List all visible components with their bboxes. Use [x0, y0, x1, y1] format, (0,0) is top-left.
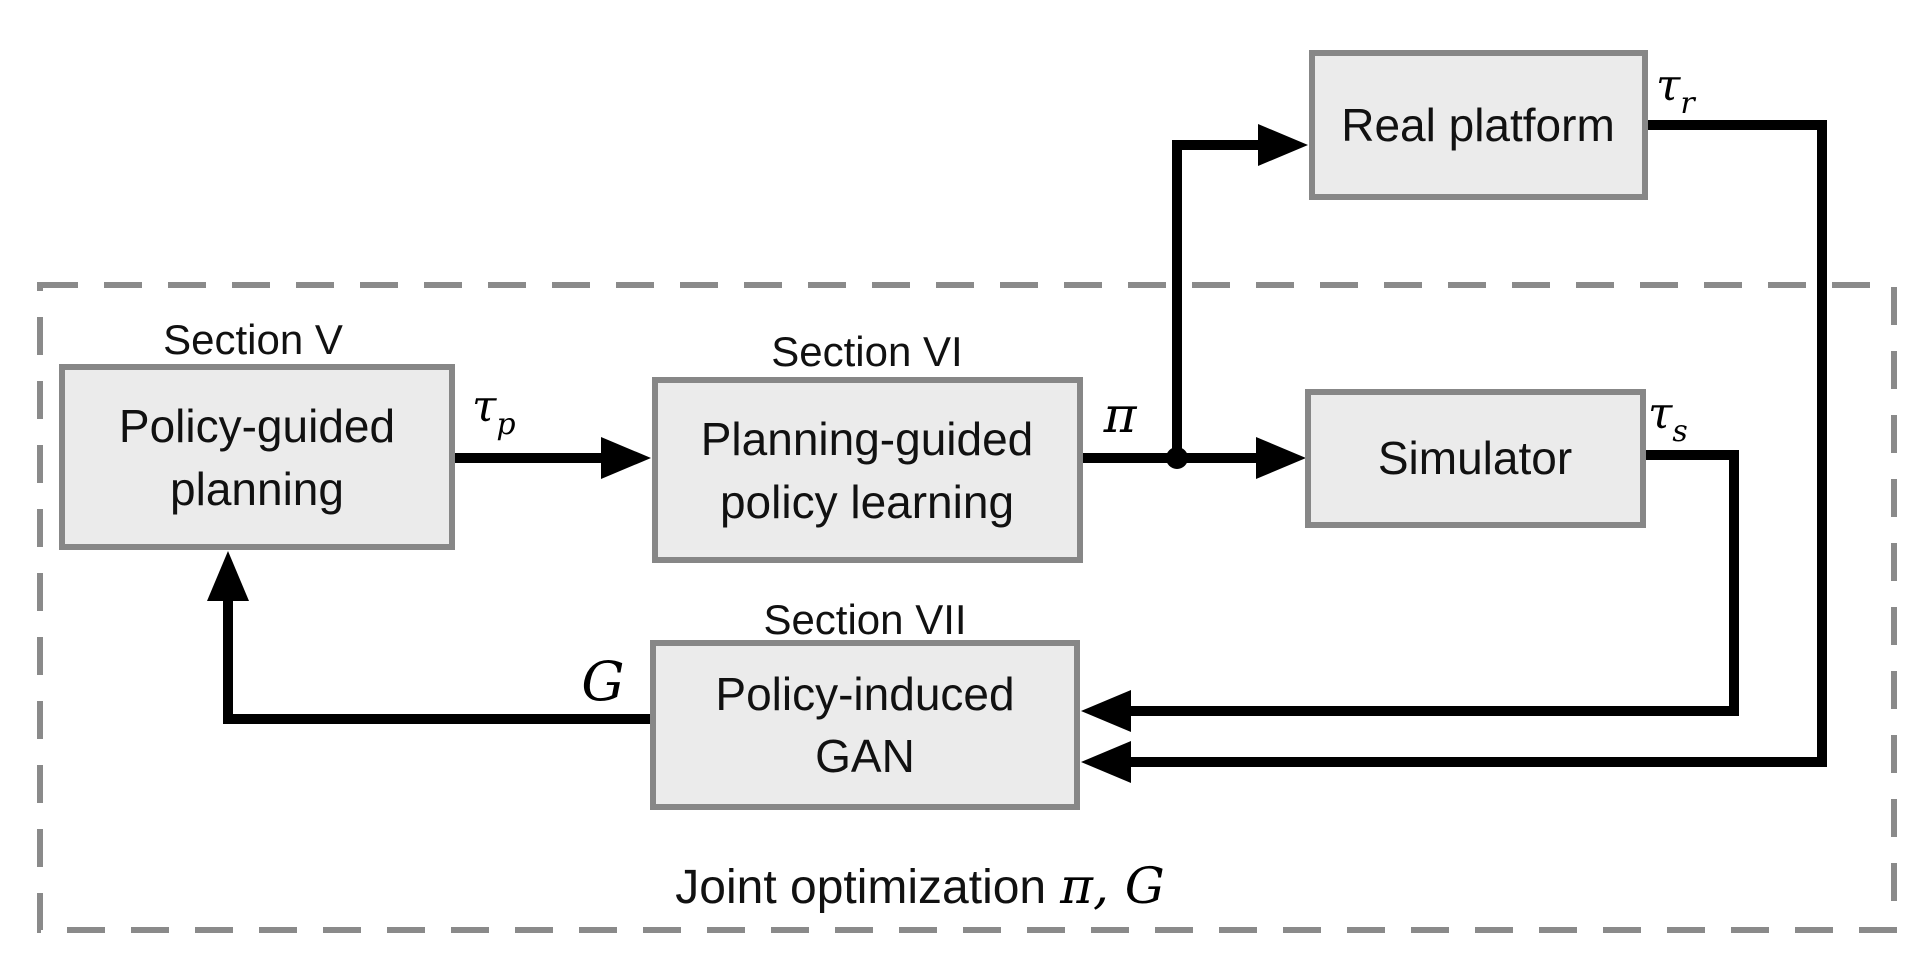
arrow-pi-to-real-platform: [1172, 124, 1308, 458]
policy-guided-planning-label-line2: planning: [170, 463, 344, 515]
box-policy-induced-gan-rect: [650, 640, 1080, 810]
real-platform-label: Real platform: [1341, 99, 1615, 151]
label-tau-r: τr: [1656, 60, 1696, 121]
planning-guided-policy-learning-label-line1: Planning-guided: [701, 413, 1034, 465]
box-policy-guided-planning: Section V Policy-guided planning: [59, 316, 455, 550]
arrow-tau-s-line: [1127, 450, 1739, 716]
arrow-g-arrowhead: [207, 551, 249, 601]
simulator-label: Simulator: [1378, 432, 1572, 484]
arrow-g-to-planning: [207, 551, 653, 724]
label-tau-s: τs: [1648, 388, 1688, 449]
box-real-platform-rect: [1309, 50, 1648, 200]
policy-induced-gan-label-line1: Policy-induced: [715, 668, 1014, 720]
box-simulator: Simulator: [1305, 389, 1646, 528]
joint-optimization-dashed-boundary: [37, 282, 1897, 933]
arrow-tau-r-line: [1127, 120, 1827, 767]
label-tau-r-tau: τ: [1656, 60, 1681, 111]
box-planning-guided-policy-learning-rect: [652, 377, 1083, 563]
caption-joint-optimization-text: Joint optimization: [675, 861, 1046, 914]
policy-guided-planning-label-line1: Policy-guided: [119, 400, 395, 452]
caption-joint-optimization-math: π, G: [1059, 857, 1165, 915]
box-simulator-rect: [1305, 389, 1646, 528]
label-tau-p-sub: p: [496, 407, 515, 442]
section-vi-label: Section VI: [771, 328, 962, 375]
policy-induced-gan-label-line2: GAN: [815, 730, 915, 782]
box-planning-guided-policy-learning: Section VI Planning-guided policy learni…: [652, 328, 1083, 563]
planning-guided-policy-learning-label-line2: policy learning: [720, 476, 1014, 528]
label-tau-p: τp: [472, 381, 516, 442]
label-g: G: [581, 650, 624, 713]
arrow-pi-branch-line: [1172, 140, 1262, 458]
label-tau-s-sub: s: [1672, 414, 1687, 449]
arrow-tau-p: [452, 437, 651, 479]
label-pi: π: [1103, 386, 1138, 444]
arrow-g-line: [223, 597, 653, 724]
arrow-pi-branch-arrowhead: [1258, 124, 1308, 166]
label-tau-r-sub: r: [1680, 86, 1696, 121]
box-real-platform: Real platform: [1309, 50, 1648, 200]
label-tau-s-tau: τ: [1648, 388, 1673, 439]
arrow-tau-s-to-gan: [1081, 450, 1739, 732]
label-tau-p-tau: τ: [472, 381, 497, 432]
arrow-pi-arrowhead: [1256, 437, 1306, 479]
section-vii-label: Section VII: [763, 596, 966, 643]
arrow-tau-r-arrowhead: [1081, 741, 1131, 783]
arrow-tau-r-to-gan: [1081, 120, 1827, 783]
arrow-tau-p-arrowhead: [601, 437, 651, 479]
arrow-tau-s-arrowhead: [1081, 690, 1131, 732]
section-v-label: Section V: [163, 316, 343, 363]
box-policy-induced-gan: Section VII Policy-induced GAN: [650, 596, 1080, 810]
box-policy-guided-planning-rect: [59, 364, 455, 550]
